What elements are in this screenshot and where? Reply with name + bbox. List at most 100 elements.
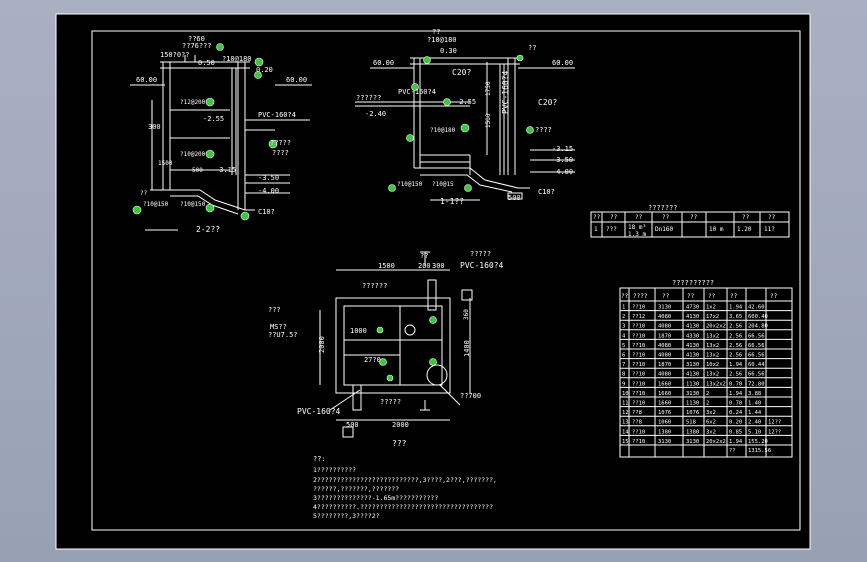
table-cell: 155.20 — [748, 439, 768, 445]
table-cell: ??10 — [632, 401, 645, 407]
table-cell: 60.44 — [748, 362, 765, 368]
plan-dim-700: ??700 — [460, 392, 481, 400]
table-cell: 518 — [686, 420, 696, 426]
table-cell: 2.56 — [729, 372, 742, 378]
table-cell: ??12 — [632, 314, 645, 320]
table-cell: 17x2 — [706, 314, 719, 320]
table-cell: 2 — [706, 391, 709, 397]
table-cell: 4730 — [686, 305, 699, 311]
s22-rebar-150b: ?10@150 — [180, 201, 206, 208]
s22-elev-m255: -2.55 — [203, 115, 224, 123]
table-cell: 9 — [622, 381, 625, 387]
st-h2: ?? — [635, 214, 643, 221]
table-cell: 11 — [622, 401, 629, 407]
table-cell: ??8 — [632, 410, 642, 416]
plan-dim-500: 500 — [346, 421, 359, 429]
s22-elev-m400: -4.00 — [258, 187, 279, 195]
table-cell: ??10 — [632, 362, 645, 368]
table-cell: 3.65 — [729, 314, 742, 320]
table-cell: 13x2 — [706, 333, 719, 339]
equipment-table: ??????? ?? ?? ?? ?? ?? ?? ?? 1 ??? 18 m³… — [590, 204, 790, 238]
table-cell: 66.56 — [748, 333, 765, 339]
table-cell: 3130 — [658, 305, 671, 311]
notes-line-2: 2??????????????????????????,3????,2???,?… — [313, 476, 497, 484]
st-r0: 1 — [594, 226, 598, 233]
table-cell: 2.56 — [729, 343, 742, 349]
table-cell: 1060 — [658, 420, 671, 426]
table-cell: 0.20 — [729, 420, 742, 426]
table-cell: 7 — [622, 362, 625, 368]
table-cell: ??10 — [632, 353, 645, 359]
s11-pvc: PVC-160?4 — [398, 88, 436, 96]
notes-line-3: ??????,???????,??????? — [313, 485, 399, 493]
plan-dim-2000-v: 2000 — [318, 336, 326, 353]
st-r2b: 1.3 m — [628, 231, 646, 238]
plan-dim-1400: 1400 — [463, 340, 471, 357]
section-1-1: ?? ?10@180 0.30 ?? 60.00 60.00 C20? PVC-… — [355, 28, 575, 206]
s11-c20: C20? — [452, 68, 471, 77]
plan-dim-360: 360 — [463, 309, 470, 320]
table-cell: 1.44 — [748, 410, 762, 416]
plan-dim-2000: 2000 — [392, 421, 409, 429]
s22-rebar-150a: ?10@150 — [143, 201, 169, 208]
s11-top2: ?10@180 — [427, 36, 457, 44]
st-r6: 11? — [764, 226, 775, 233]
table-remark-cell: 12?? — [768, 429, 781, 435]
plan-dim-200: 200 — [418, 262, 431, 270]
table-cell: 4130 — [686, 372, 699, 378]
plan-title: ??? — [392, 439, 407, 448]
table-cell: 4080 — [658, 343, 671, 349]
table-cell: 4130 — [686, 324, 699, 330]
plan-pvc-top: PVC-160?4 — [460, 261, 504, 270]
table-cell: 4080 — [658, 324, 671, 330]
st-h3: ?? — [662, 214, 670, 221]
table-cell: ??10 — [632, 343, 645, 349]
table-cell: 1076 — [658, 410, 671, 416]
table-cell: 0.85 — [729, 429, 742, 435]
table-cell: 13 — [622, 420, 629, 426]
s11-elev-m315: -3.15 — [552, 145, 573, 153]
plan-view: ?? ????? PVC-160?4 1500 200 300 ?????? 1… — [268, 250, 504, 448]
table-cell: 1.94 — [729, 439, 743, 445]
s11-c20b: C20? — [538, 98, 557, 107]
st-r3: Dn160 — [655, 226, 673, 233]
notes-line-1: 1?????????? — [313, 466, 356, 474]
plan-side-label: ??? — [268, 306, 281, 314]
rt-h3: ?? — [687, 293, 695, 300]
st-r1: ??? — [606, 226, 617, 233]
plan-note1: ?????? — [362, 282, 387, 290]
table-cell: 1130 — [686, 381, 699, 387]
table-cell: 4330 — [686, 333, 699, 339]
table-cell: 10 — [622, 391, 629, 397]
s11-top3: 0.30 — [440, 47, 457, 55]
table-cell: 2.56 — [729, 353, 742, 359]
table-cell: 12 — [622, 410, 629, 416]
s22-dim-300: 300 — [148, 123, 161, 131]
table-cell: 3130 — [686, 439, 699, 445]
table-cell: 1870 — [658, 333, 671, 339]
table-cell: 20x2x2 — [706, 324, 726, 330]
s22-label-top2: ??76??? — [182, 42, 212, 50]
table-cell: 4080 — [658, 314, 671, 320]
table-cell: ??10 — [632, 305, 645, 311]
s11-title: 1-1?? — [440, 197, 464, 206]
s22-dim-150: 150?0?? — [160, 51, 190, 59]
table-cell: 2.56 — [729, 324, 742, 330]
table-cell: 204.80 — [748, 324, 768, 330]
s11-rebar-180: ?10@180 — [430, 127, 456, 134]
s11-elev-m400: -4.00 — [552, 168, 573, 176]
table-cell: 3x2 — [706, 410, 716, 416]
s11-dim-1500: 1500 — [485, 113, 492, 128]
s11-elev-right: 60.00 — [552, 59, 573, 67]
table-cell: 1x2 — [706, 305, 716, 311]
table-cell: 1660 — [658, 401, 671, 407]
s11-elev-left: 60.00 — [373, 59, 394, 67]
table-cell: 1380 — [658, 429, 671, 435]
s11-rebar-150a: ?10@150 — [397, 181, 423, 188]
plan-ms: MS?? — [270, 323, 287, 331]
table-cell: 1870 — [658, 362, 671, 368]
table-cell: ??10 — [632, 333, 645, 339]
table-cell: 42.60 — [748, 305, 765, 311]
rebar-table-title: ?????????? — [672, 279, 714, 287]
